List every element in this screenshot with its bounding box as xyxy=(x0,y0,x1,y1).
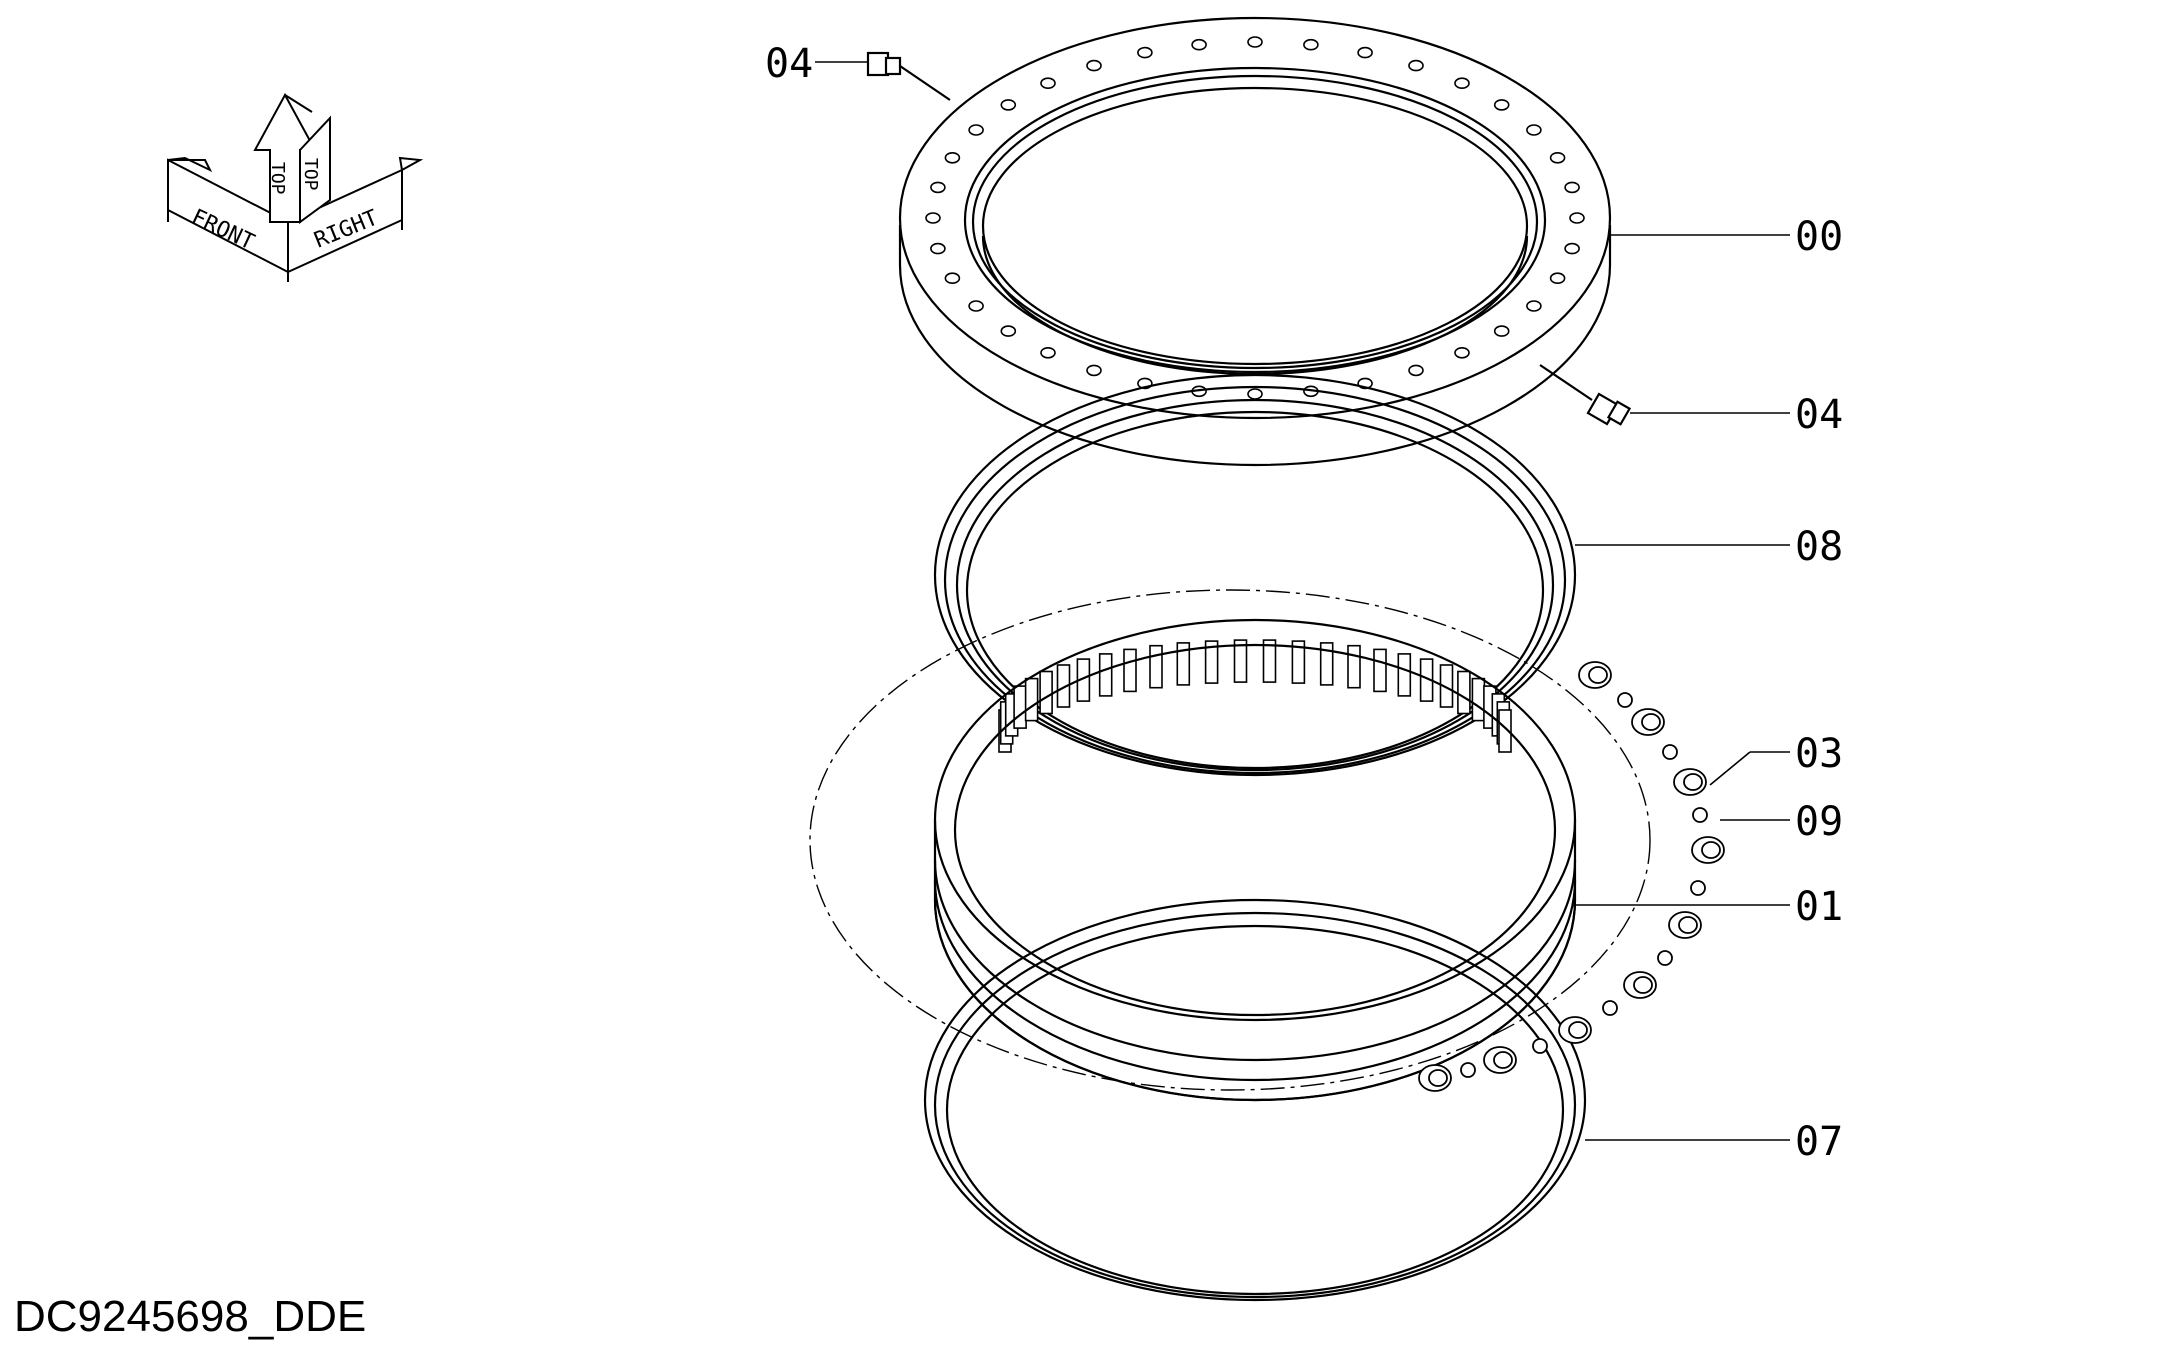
roller-element-bore xyxy=(1428,1069,1448,1087)
bolt-hole xyxy=(1040,346,1056,359)
bolt-hole xyxy=(1000,99,1017,111)
gear-tooth xyxy=(1291,640,1306,684)
bolt-hole xyxy=(1247,388,1263,400)
callout-09: 09 xyxy=(1795,799,1843,845)
orientation-top-left-label: TOP xyxy=(267,162,288,195)
leader-lines xyxy=(815,61,1790,1141)
spacer-ball xyxy=(1617,692,1633,708)
bolt-hole xyxy=(1086,364,1102,377)
bolt-hole xyxy=(1357,377,1373,390)
gear-tooth xyxy=(1262,639,1277,683)
gear-tooth xyxy=(1039,670,1053,715)
bolt-hole xyxy=(1569,212,1585,224)
bolt-hole xyxy=(1549,152,1566,164)
roller-element-bore xyxy=(1633,976,1653,994)
bolt-holes xyxy=(925,36,1585,400)
bolt-hole xyxy=(1303,38,1319,51)
outer-race-flange xyxy=(898,16,1612,467)
bolt-hole xyxy=(1564,181,1580,194)
bolt-hole xyxy=(1493,99,1510,111)
spacer-ball xyxy=(1532,1038,1548,1054)
gear-tooth xyxy=(1319,642,1334,686)
gear-tooth xyxy=(1397,653,1412,697)
roller-element-bore xyxy=(1701,841,1721,859)
bolt-hole xyxy=(1137,46,1153,59)
bolt-hole xyxy=(1000,325,1017,337)
orientation-top-right-label: TOP xyxy=(300,158,321,191)
callout-04-side: 04 xyxy=(1795,392,1843,438)
spacer-ball xyxy=(1690,880,1706,896)
drawing-code: DC9245698_DDE xyxy=(14,1292,367,1341)
rollers xyxy=(1418,661,1725,1092)
gear-tooth xyxy=(1176,642,1191,686)
spacer-ball xyxy=(1662,744,1678,760)
bolt-hole xyxy=(1086,59,1102,72)
bolt-hole xyxy=(1040,77,1056,89)
spacer-ball xyxy=(1460,1062,1476,1078)
bolt-hole xyxy=(1247,36,1263,48)
seal-ring-lower xyxy=(923,898,1587,1302)
callout-00: 00 xyxy=(1795,214,1843,260)
spacer-ball xyxy=(1692,807,1708,823)
bolt-hole xyxy=(1454,77,1470,89)
spacer-ball xyxy=(1602,1000,1618,1016)
callout-01: 01 xyxy=(1795,884,1843,930)
bolt-hole xyxy=(1526,300,1542,312)
grease-fitting-top xyxy=(866,51,951,101)
bolt-hole xyxy=(1191,38,1207,51)
gear-tooth xyxy=(1347,644,1361,689)
gear-tooth xyxy=(1056,664,1071,708)
orientation-compass-icon xyxy=(167,92,424,282)
seal-ring-upper xyxy=(933,373,1577,777)
gear-tooth xyxy=(1024,677,1039,722)
bolt-hole xyxy=(930,242,946,255)
callout-04-top: 04 xyxy=(765,41,813,87)
roller-element-bore xyxy=(1568,1021,1588,1039)
roller-element-bore xyxy=(1678,916,1698,934)
gear-tooth xyxy=(1233,639,1248,683)
bolt-hole xyxy=(944,152,961,164)
callout-03: 03 xyxy=(1795,731,1843,777)
bolt-hole xyxy=(1137,377,1153,390)
gear-tooth xyxy=(1439,664,1454,708)
bolt-hole xyxy=(1408,59,1424,72)
bolt-hole xyxy=(944,272,961,285)
gear-tooth xyxy=(1013,685,1027,729)
roller-element-bore xyxy=(1641,713,1661,731)
bolt-hole xyxy=(1408,364,1424,377)
bolt-hole xyxy=(968,124,984,136)
roller-element-bore xyxy=(1588,666,1608,684)
callout-07: 07 xyxy=(1795,1119,1843,1165)
grease-fitting-side xyxy=(1539,364,1632,426)
roller-element-bore xyxy=(1493,1051,1513,1069)
bolt-hole xyxy=(925,212,941,224)
gear-tooth xyxy=(1123,648,1137,693)
gear-tooth xyxy=(1457,670,1471,715)
bolt-hole xyxy=(1526,124,1542,136)
callout-08: 08 xyxy=(1795,524,1843,570)
gear-tooth xyxy=(1098,653,1113,697)
bolt-hole xyxy=(968,300,984,312)
gear-tooth xyxy=(1373,648,1387,693)
inner-race-gear xyxy=(933,618,1577,1102)
bolt-hole xyxy=(1357,46,1373,59)
spacer-ball xyxy=(1657,950,1673,966)
gear-tooth xyxy=(1149,644,1163,689)
bolt-hole xyxy=(1549,272,1566,285)
pitch-circle xyxy=(809,589,1651,1091)
gear-tooth xyxy=(1498,709,1512,753)
bolt-hole xyxy=(1564,242,1580,255)
roller-element-bore xyxy=(1683,773,1703,791)
bolt-hole xyxy=(1454,346,1470,359)
bolt-hole xyxy=(1493,325,1510,337)
gear-tooth xyxy=(1471,677,1486,722)
gear-tooth xyxy=(1204,640,1219,684)
gear-teeth xyxy=(998,639,1512,753)
bolt-hole xyxy=(930,181,946,194)
